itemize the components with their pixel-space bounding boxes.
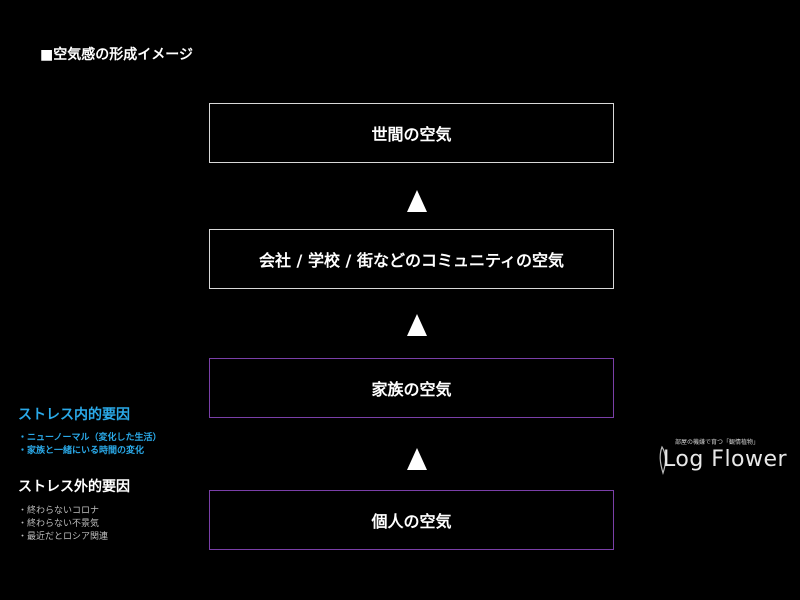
list-item: ・終わらないコロナ <box>18 506 100 516</box>
list-item: ・ニューノーマル（変化した生活） <box>18 433 162 443</box>
external-factors-heading: ストレス外的要因 <box>18 479 130 495</box>
up-arrow-icon <box>407 314 427 336</box>
page-title: ■空気感の形成イメージ <box>40 47 193 63</box>
logo-tagline: 部屋の機嫌で育つ「観情植物」 <box>675 439 760 446</box>
internal-factors-heading: ストレス内的要因 <box>18 407 130 423</box>
society-air-box: 世間の空気 <box>209 103 614 163</box>
up-arrow-icon <box>407 448 427 470</box>
up-arrow-icon <box>407 190 427 212</box>
logo-name: Log Flower <box>663 447 788 472</box>
external-factors-list: ・終わらないコロナ ・終わらない不景気 ・最近だとロシア関連 <box>18 505 108 544</box>
individual-air-box: 個人の空気 <box>209 490 614 550</box>
list-item: ・最近だとロシア関連 <box>18 532 109 542</box>
community-air-box: 会社 / 学校 / 街などのコミュニティの空気 <box>209 229 614 289</box>
internal-factors-list: ・ニューノーマル（変化した生活） ・家族と一緒にいる時間の変化 <box>18 432 161 458</box>
family-air-box: 家族の空気 <box>209 358 614 418</box>
log-flower-logo: 部屋の機嫌で育つ「観情植物」 Log Flower <box>655 437 790 477</box>
flower-bud-icon <box>659 445 667 475</box>
list-item: ・家族と一緒にいる時間の変化 <box>18 446 145 456</box>
list-item: ・終わらない不景気 <box>18 519 100 529</box>
